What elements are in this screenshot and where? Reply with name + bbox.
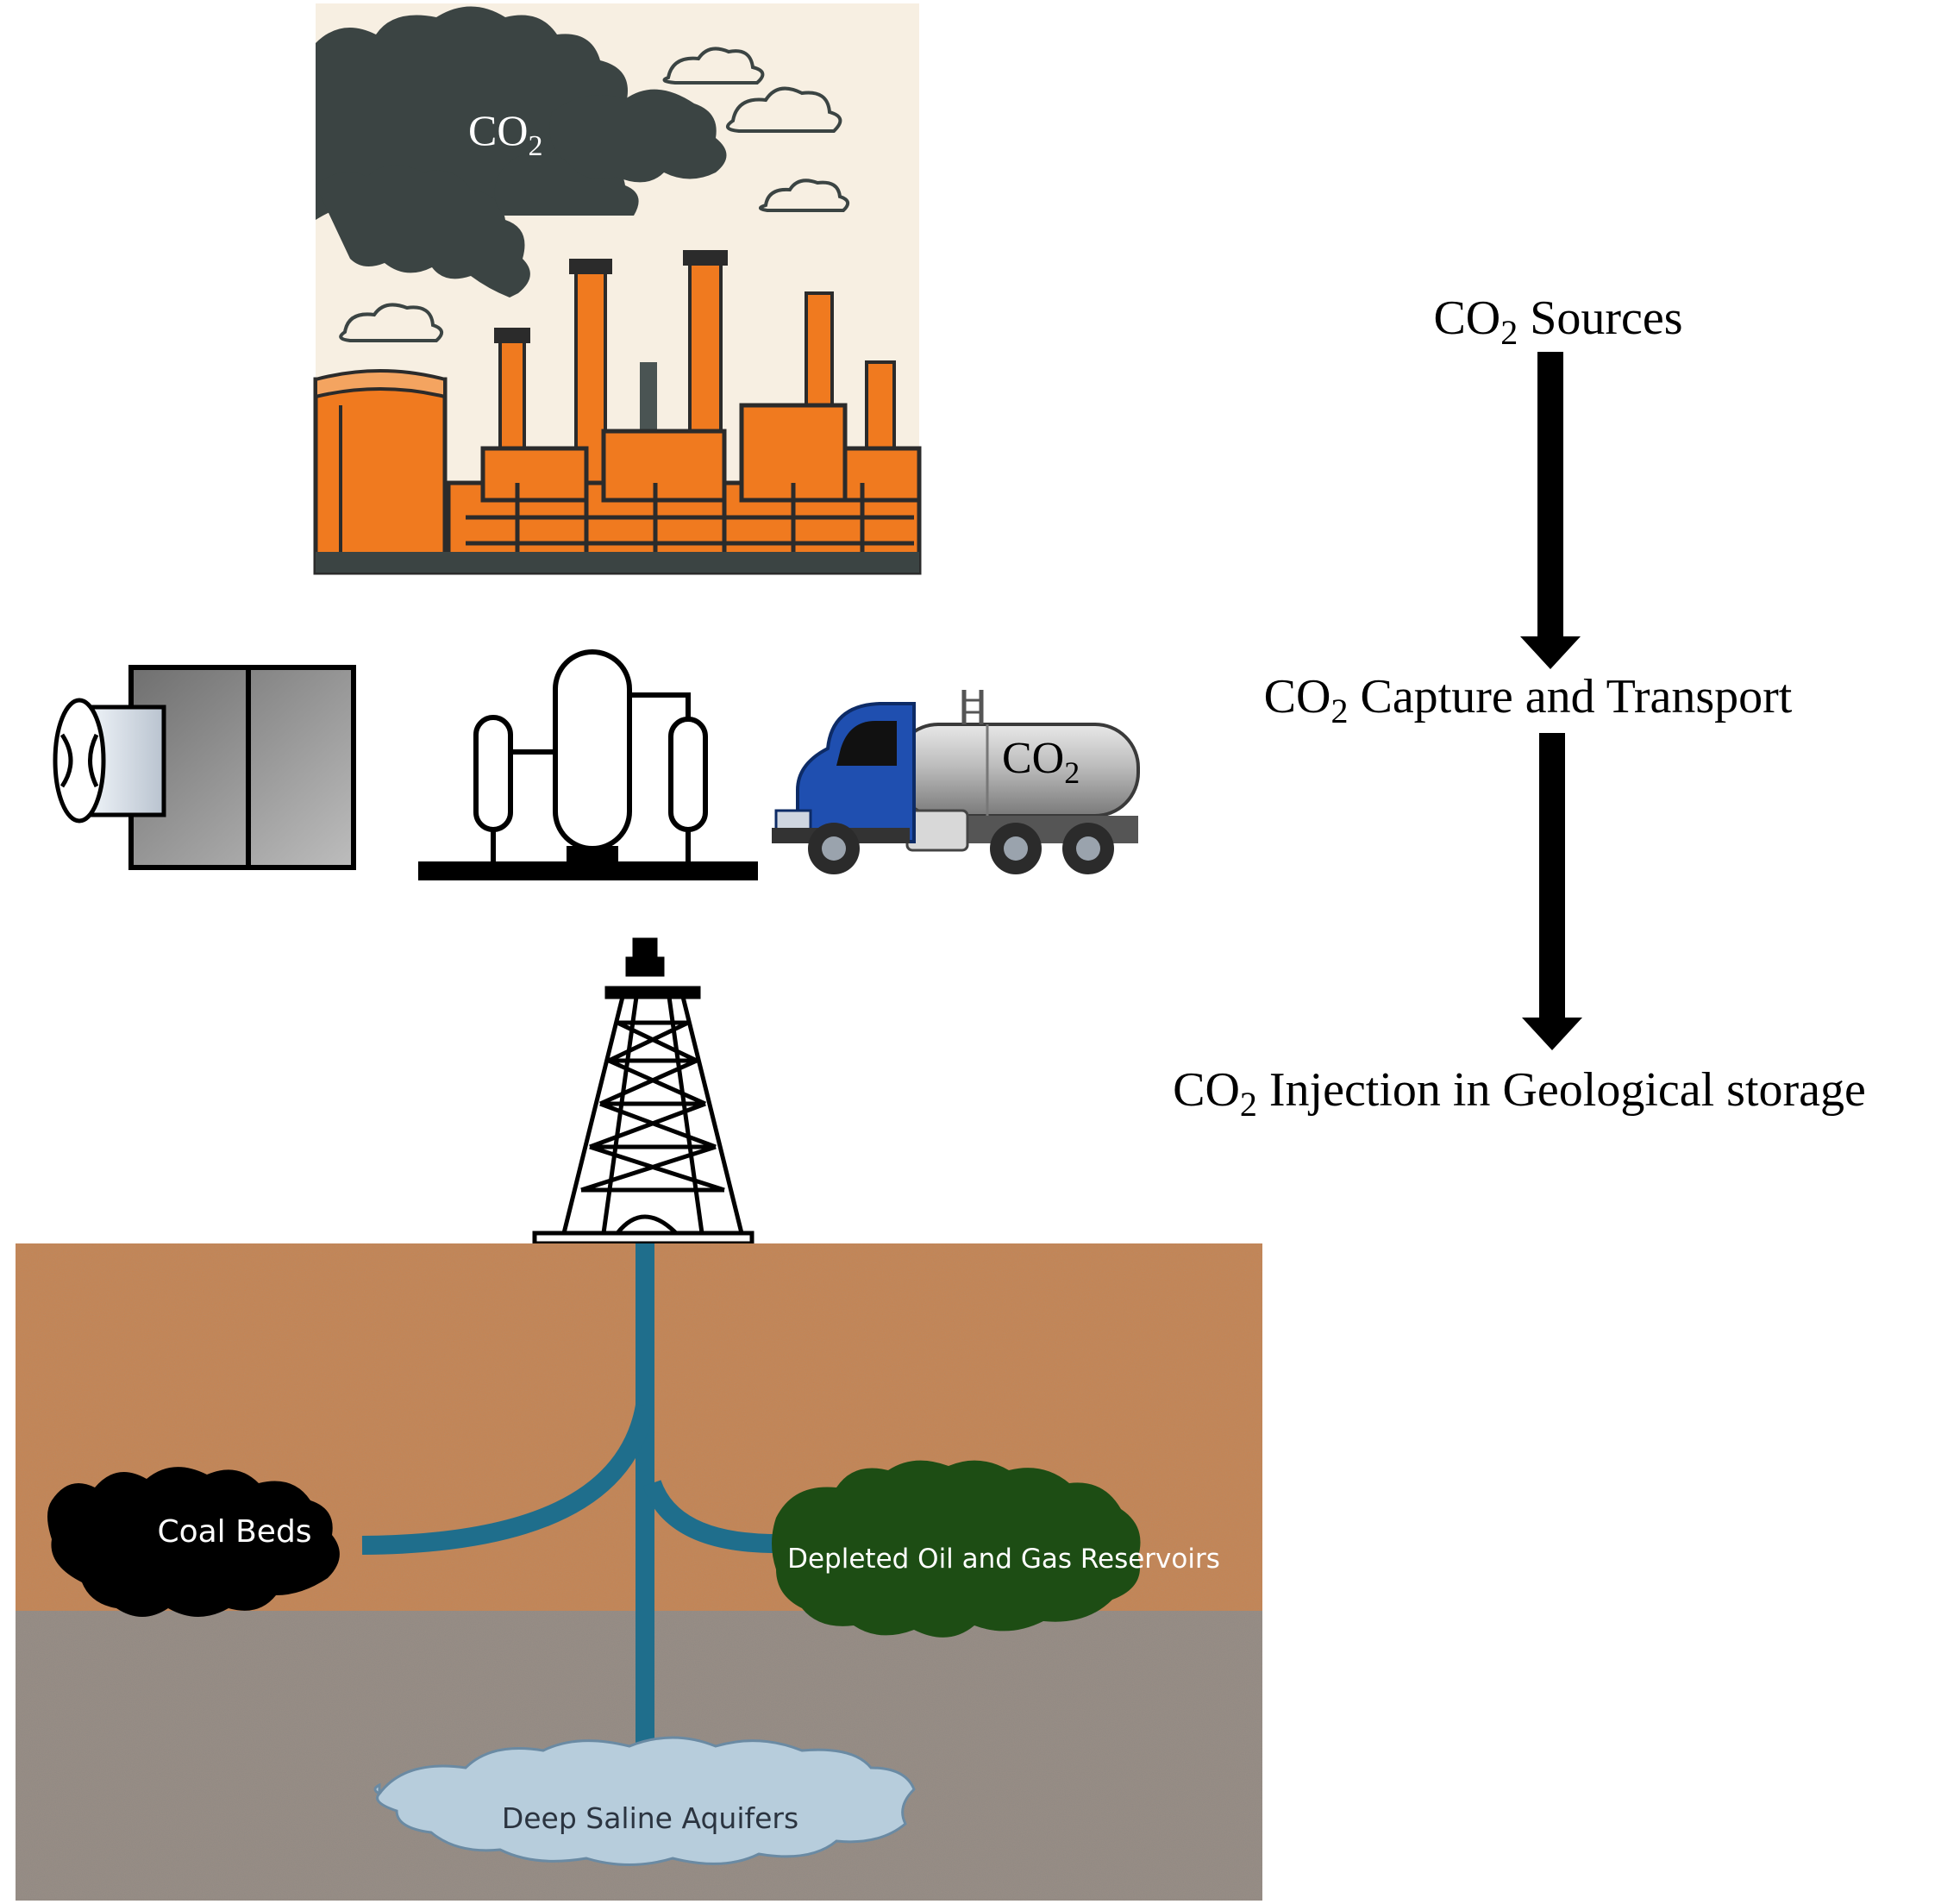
factory-co2-label: CO2	[468, 106, 542, 162]
truck-icon: CO2	[772, 690, 1140, 874]
process-flow: CO2 Sources CO2 Capture and Transport CO…	[1173, 291, 1866, 1124]
flow-step-capture: CO2 Capture and Transport	[1264, 670, 1793, 730]
flow-arrow-down	[1520, 352, 1581, 669]
drilling-rig-icon	[532, 937, 754, 1246]
saline-aquifer: Deep Saline Aquifers	[373, 1736, 916, 1866]
coal-beds-reservoir: Coal Beds	[47, 1467, 340, 1617]
storage-tank-icon	[313, 369, 448, 575]
underground-cross-section: Coal Beds Depleted Oil and Gas Reservoir…	[16, 1243, 1262, 1901]
saline-aquifers-label: Deep Saline Aquifers	[502, 1801, 798, 1835]
flow-arrow-down	[1522, 733, 1582, 1050]
cloud-icon	[339, 47, 850, 342]
coal-beds-label: Coal Beds	[157, 1514, 311, 1550]
factory-illustration: CO2	[313, 3, 922, 575]
flow-step-injection: CO2 Injection in Geological storage	[1173, 1063, 1866, 1124]
flow-step-sources: CO2 Sources	[1433, 291, 1682, 352]
depleted-reservoir: Depleted Oil and Gas Reservoirs	[772, 1460, 1220, 1638]
truck-co2-label: CO2	[1002, 734, 1080, 790]
compressor-icon	[53, 665, 356, 870]
separator-column-icon	[418, 649, 758, 880]
smoke-icon	[316, 6, 727, 298]
depleted-reservoirs-label: Depleted Oil and Gas Reservoirs	[787, 1544, 1220, 1575]
